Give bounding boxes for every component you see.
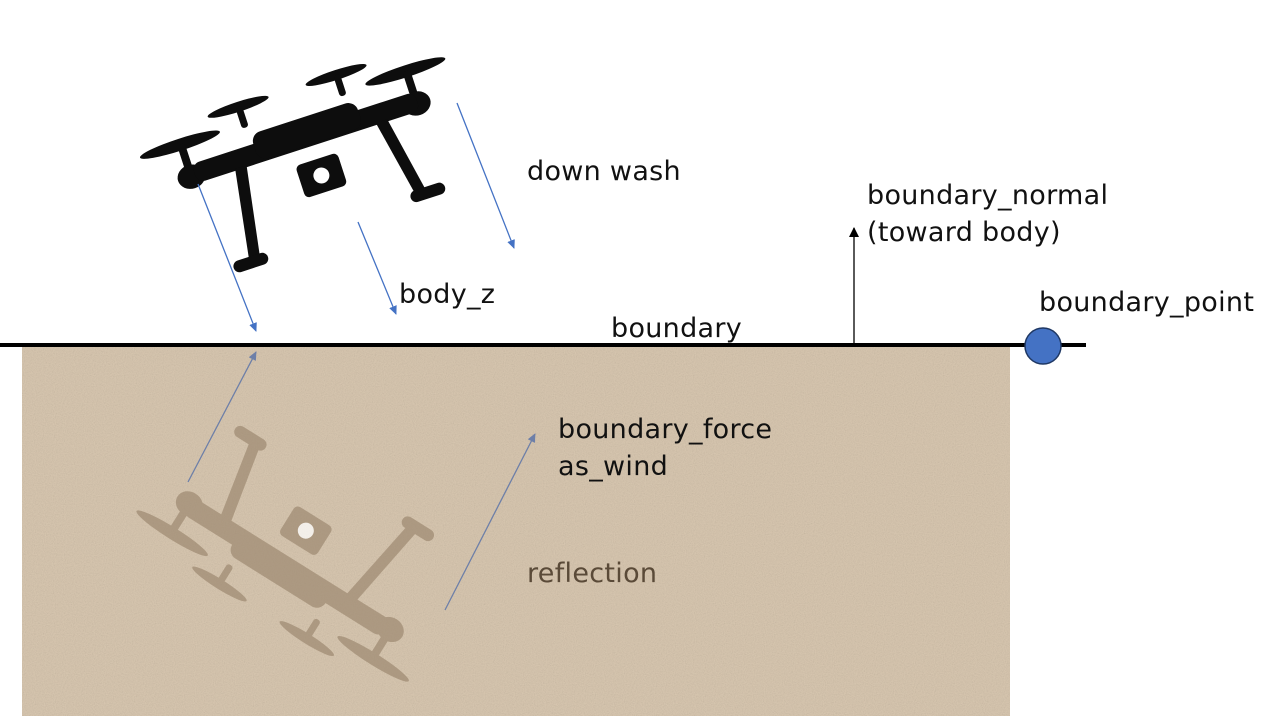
- boundary-point-circle-icon: [1024, 327, 1062, 365]
- reflection-ground-region: [22, 345, 1010, 716]
- label-body-z: body_z: [399, 279, 496, 310]
- label-boundary-normal: boundary_normal (toward body): [867, 177, 1108, 252]
- downwash-arrow-left: [197, 183, 257, 332]
- label-boundary-point: boundary_point: [1039, 287, 1255, 318]
- label-boundary-normal-line2: (toward body): [867, 217, 1061, 249]
- downwash-arrow-right: [456, 102, 515, 249]
- label-boundary-force: boundary_force as_wind: [558, 411, 772, 486]
- label-boundary: boundary: [611, 313, 743, 344]
- boundary-force-arrow-right: [444, 433, 536, 611]
- quadcopter-drone-icon: [132, 36, 489, 291]
- downwash-arrow-middle: [357, 221, 397, 315]
- label-boundary-normal-line1: boundary_normal: [867, 180, 1109, 211]
- label-boundary-force-line1: boundary_force: [558, 414, 773, 445]
- label-down-wash: down wash: [527, 156, 681, 187]
- label-reflection: reflection: [527, 558, 658, 589]
- boundary-force-arrow-left: [187, 351, 257, 483]
- label-boundary-force-line2: as_wind: [558, 451, 669, 483]
